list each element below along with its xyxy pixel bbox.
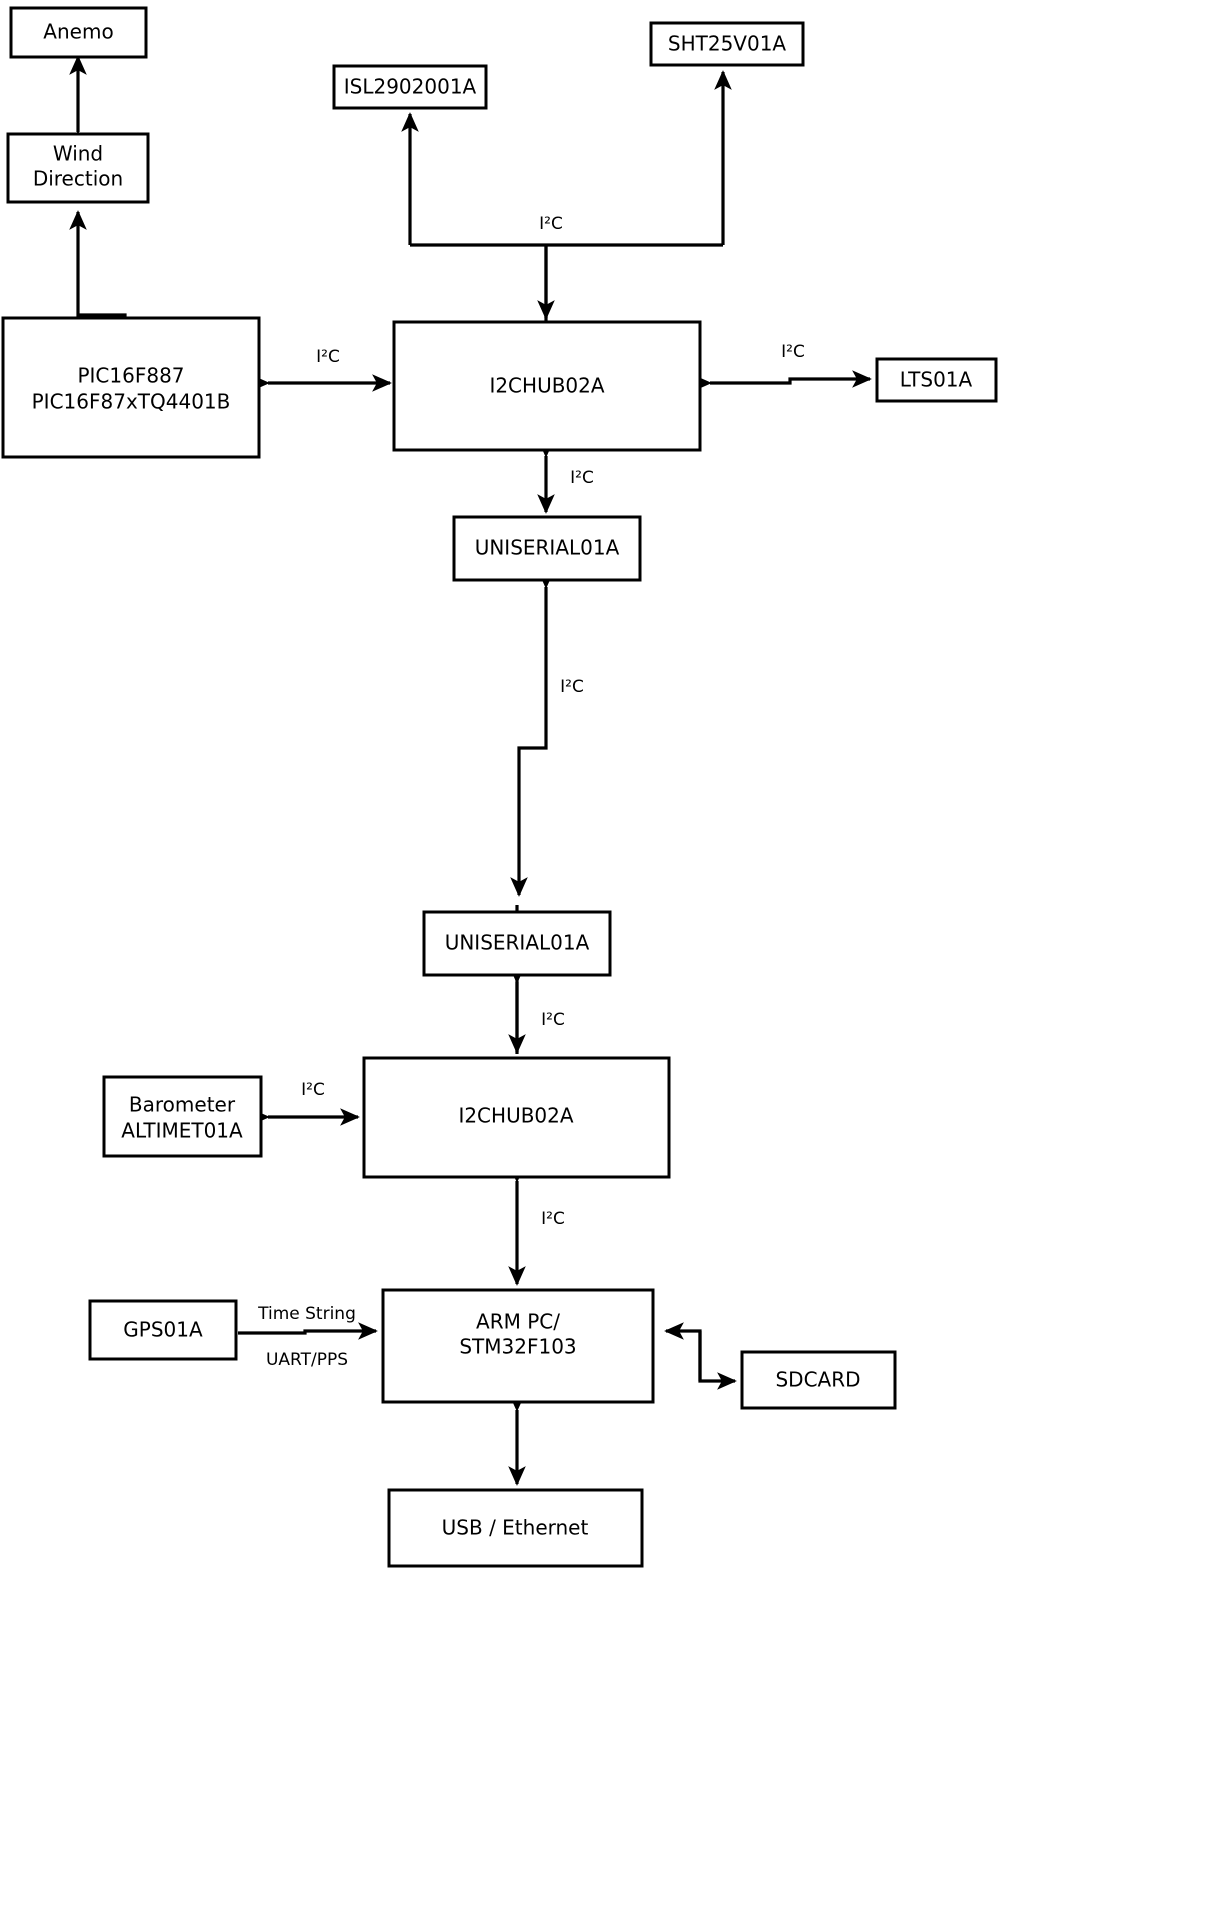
edge-label-pic-to-hub-top: I²C: [316, 347, 340, 367]
node-anemo-label: Anemo: [43, 20, 113, 44]
node-pic-label-line2: PIC16F87xTQ4401B: [32, 390, 231, 414]
node-wind-direction[interactable]: Wind Direction: [6, 132, 150, 204]
node-uniserial01a-upper-label: UNISERIAL01A: [475, 536, 620, 560]
node-gps01a-label: GPS01A: [123, 1318, 203, 1342]
node-sdcard-label: SDCARD: [775, 1368, 860, 1392]
node-usb-ethernet-label: USB / Ethernet: [442, 1516, 589, 1540]
edge-uniserial-upper-to-lower: [510, 569, 555, 1054]
edge-gps-to-arm: [238, 1322, 378, 1340]
node-i2chub02a-bottom-label: I2CHUB02A: [458, 1104, 573, 1128]
node-uniserial01a-lower[interactable]: UNISERIAL01A: [422, 910, 612, 977]
node-wind-direction-label-line1: Wind: [53, 142, 103, 166]
edge-label-gps-uart-pps: UART/PPS: [266, 1350, 348, 1370]
node-barometer-altimet01a[interactable]: Barometer ALTIMET01A: [102, 1075, 263, 1158]
edge-label-hub-top-to-uniserial-upper: I²C: [570, 468, 594, 488]
edge-hub-top-to-sensors-bus: [401, 70, 732, 322]
edge-hub-top-to-lts01a: [692, 370, 872, 392]
node-anemo[interactable]: Anemo: [9, 6, 148, 59]
node-barometer-label-line2: ALTIMET01A: [121, 1119, 243, 1143]
node-arm-pc-label-line1: ARM PC/: [476, 1310, 560, 1334]
node-isl2902001a-label: ISL2902001A: [344, 75, 477, 99]
node-uniserial01a-lower-label: UNISERIAL01A: [445, 931, 590, 955]
edge-label-hub-top-sensors: I²C: [539, 214, 563, 234]
edge-label-hub-top-to-lts: I²C: [781, 342, 805, 362]
node-arm-pc-stm32f103[interactable]: ARM PC/ STM32F103: [381, 1288, 655, 1404]
node-gps01a[interactable]: GPS01A: [88, 1299, 238, 1361]
edge-label-gps-time-string: Time String: [257, 1304, 356, 1324]
edge-label-uniserial-lower-to-hub-bottom: I²C: [541, 1010, 565, 1030]
node-uniserial01a-upper[interactable]: UNISERIAL01A: [452, 515, 642, 582]
edge-label-uniserial-upper-to-lower: I²C: [560, 677, 584, 697]
node-lts01a[interactable]: LTS01A: [875, 357, 998, 403]
node-arm-pc-label-line2: STM32F103: [459, 1335, 576, 1359]
node-sdcard[interactable]: SDCARD: [740, 1350, 897, 1410]
node-wind-direction-label-line2: Direction: [33, 167, 123, 191]
node-barometer-label-line1: Barometer: [129, 1093, 236, 1117]
node-sht25v01a[interactable]: SHT25V01A: [649, 21, 805, 67]
node-pic16f887[interactable]: PIC16F887 PIC16F87xTQ4401B: [1, 316, 261, 459]
node-pic-label-line1: PIC16F887: [77, 364, 184, 388]
node-i2chub02a-bottom[interactable]: I2CHUB02A: [362, 1056, 671, 1179]
node-isl2902001a[interactable]: ISL2902001A: [332, 64, 488, 110]
node-sht25v01a-label: SHT25V01A: [668, 32, 787, 56]
edge-arm-to-sdcard: [664, 1322, 737, 1390]
node-i2chub02a-top[interactable]: I2CHUB02A: [392, 320, 702, 452]
node-usb-ethernet[interactable]: USB / Ethernet: [387, 1488, 644, 1568]
edge-label-hub-bottom-to-arm: I²C: [541, 1209, 565, 1229]
edge-label-barometer-to-hub-bottom: I²C: [301, 1080, 325, 1100]
node-lts01a-label: LTS01A: [900, 368, 973, 392]
node-i2chub02a-top-label: I2CHUB02A: [489, 374, 604, 398]
